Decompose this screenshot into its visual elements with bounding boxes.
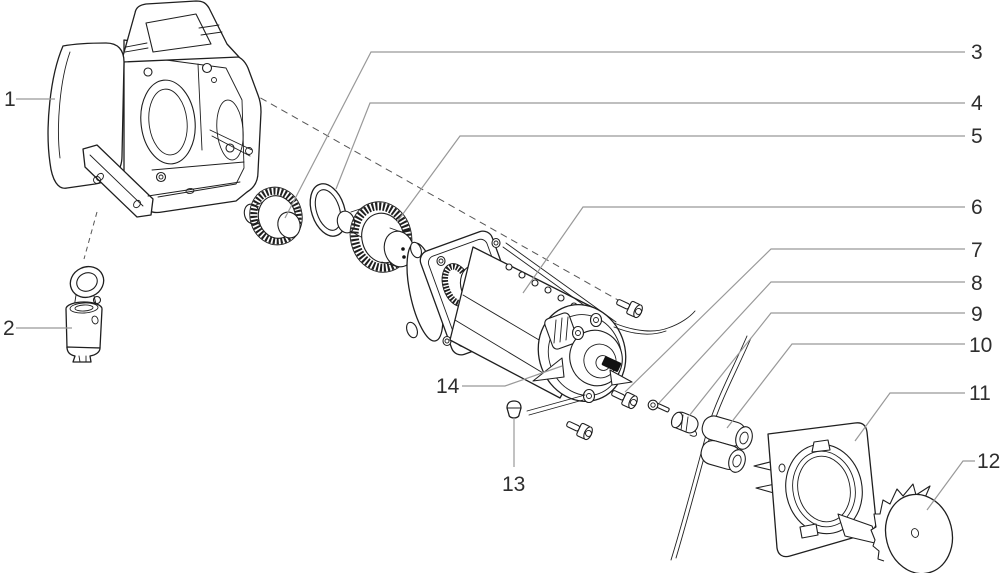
- leader-5: [396, 135, 965, 223]
- leader-14: [462, 365, 563, 387]
- callout-8: 8: [971, 272, 983, 295]
- callout-3: 3: [971, 41, 983, 64]
- callout-10: 10: [969, 334, 992, 357]
- callout-4: 4: [971, 92, 983, 115]
- leader-4: [335, 102, 965, 190]
- callout-labels: 1 2 3 4 5 6 7 8 9 10 11 12 13 14: [3, 41, 1000, 496]
- part-fan: [870, 483, 954, 573]
- part-screw-small: [647, 399, 670, 413]
- part-screw-socket-head-3: [566, 421, 593, 441]
- callout-7: 7: [971, 239, 983, 262]
- part-gear-small: [243, 186, 303, 246]
- motor-lead-wire: [613, 310, 696, 335]
- leader-9: [688, 312, 965, 417]
- part-capacitor-pair: [700, 415, 753, 473]
- callout-13: 13: [502, 473, 525, 496]
- part-gearbox-housing: [47, 0, 262, 218]
- assembly-axis-dashed-line: [249, 91, 619, 301]
- callout-leader-lines: [16, 51, 975, 511]
- leader-10: [726, 343, 965, 429]
- flange-screw-holes: [436, 237, 501, 347]
- leader-12: [926, 460, 975, 511]
- callout-14: 14: [436, 375, 460, 398]
- leader-6: [522, 206, 965, 294]
- leader-8: [658, 281, 965, 404]
- part-screw-socket-head-1: [616, 299, 643, 319]
- baffle-top-tab: [811, 439, 831, 453]
- callout-2: 2: [3, 317, 15, 340]
- callout-6: 6: [971, 196, 983, 219]
- assembly-axis-dashed-line-2: [83, 211, 98, 260]
- part-gear-large: [336, 201, 415, 273]
- callout-5: 5: [971, 125, 983, 148]
- part-screw-socket-head-2: [611, 390, 638, 410]
- leader-11: [854, 392, 965, 442]
- motor-bottom-bar: [526, 394, 586, 416]
- leader-7: [624, 248, 965, 393]
- motor-screw-lugs: [571, 312, 603, 404]
- part-cable-clamp: [670, 411, 699, 437]
- part-baffle-plate: [753, 422, 880, 558]
- leader-3: [284, 51, 965, 219]
- callout-12: 12: [977, 450, 1000, 473]
- part-motor-assembly: [406, 230, 696, 416]
- motor-mount-tab: [532, 357, 565, 382]
- part-plug: [506, 400, 522, 419]
- motor-shaft-threaded-tip: [601, 356, 622, 372]
- callout-1: 1: [4, 88, 16, 111]
- baffle-bottom-tab: [799, 523, 819, 539]
- part-washer: [309, 183, 347, 237]
- part-slider-assembly: [65, 265, 105, 363]
- callout-11: 11: [969, 382, 991, 405]
- fan-disc: [884, 493, 954, 573]
- callout-9: 9: [971, 303, 983, 326]
